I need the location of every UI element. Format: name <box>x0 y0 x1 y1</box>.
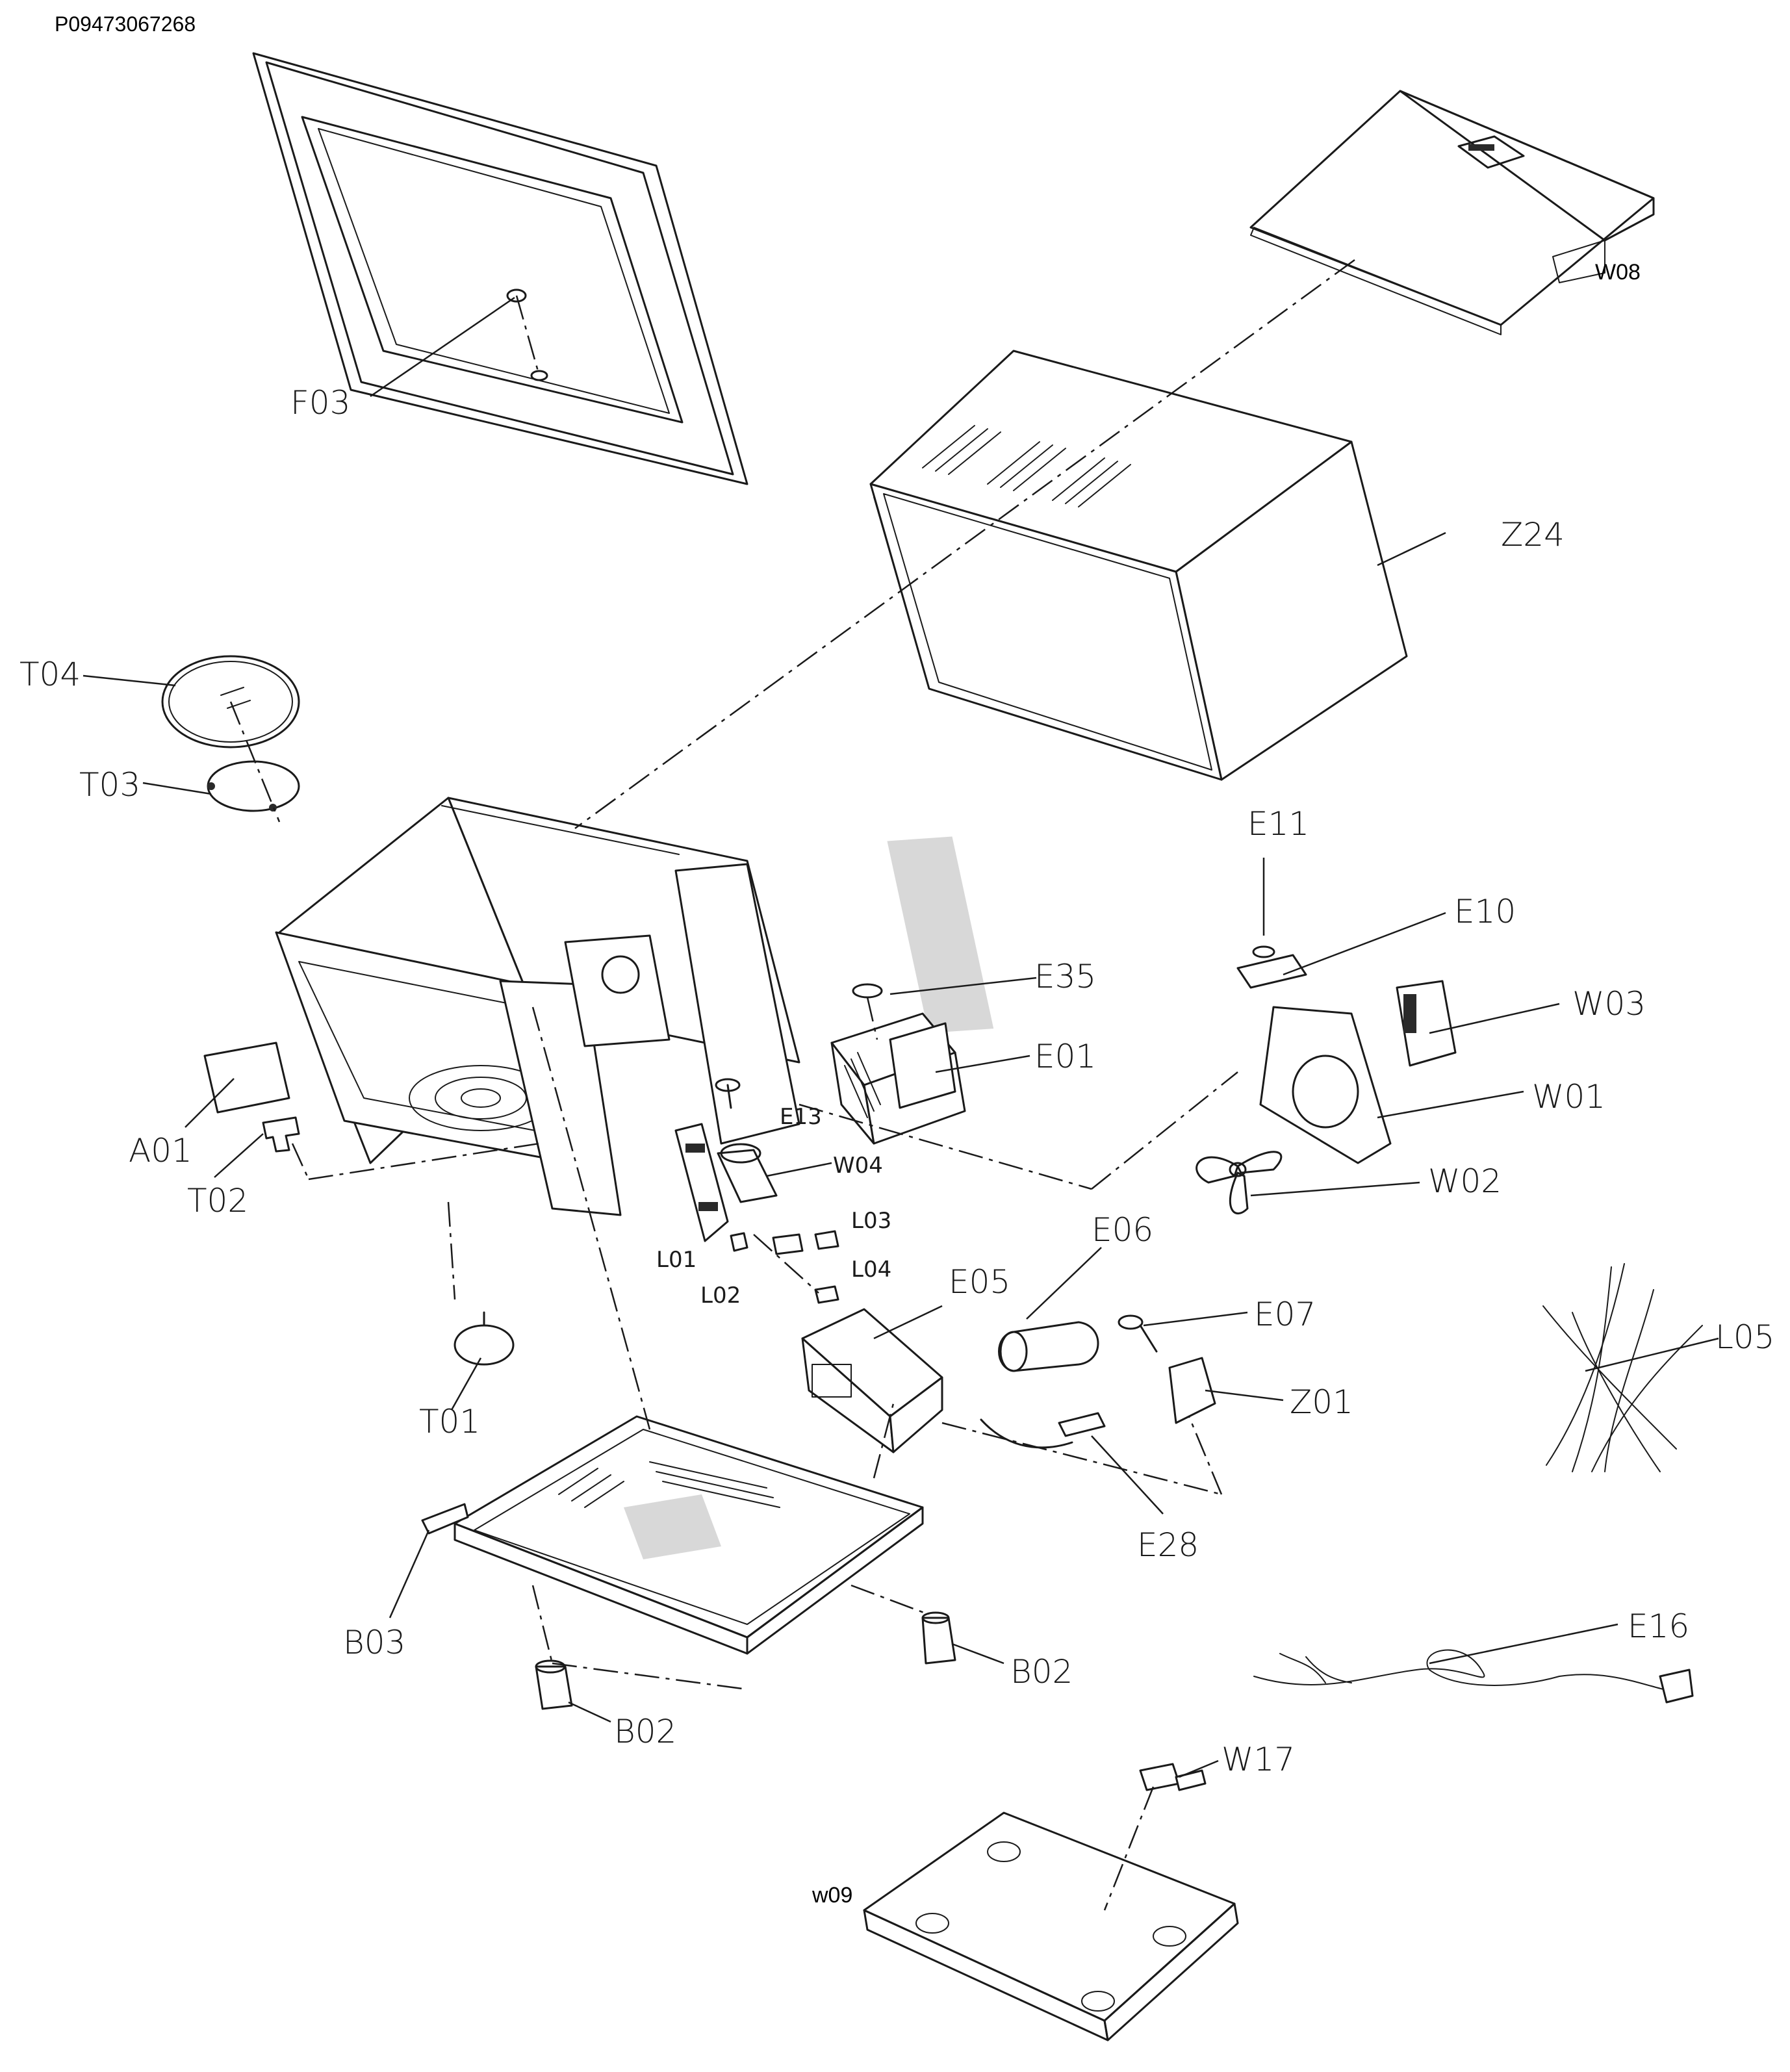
diode-e07 <box>1118 1314 1158 1353</box>
label-z24: Z24 <box>1501 516 1565 554</box>
fuse-holder-e28 <box>980 1412 1106 1449</box>
bracket-b03 <box>421 1503 469 1535</box>
label-l03: L03 <box>851 1208 891 1234</box>
foot-b02-right <box>921 1611 956 1665</box>
label-w02: W02 <box>1428 1162 1502 1200</box>
label-w08: W08 <box>1595 260 1641 285</box>
roller-ring-t03 <box>207 701 300 823</box>
thermostat-e35 <box>852 983 883 1040</box>
label-e10: E10 <box>1454 893 1516 930</box>
capacitor-e06 <box>998 1321 1099 1372</box>
label-e13: E13 <box>780 1104 822 1130</box>
label-e16: E16 <box>1628 1607 1689 1645</box>
fuse-e11 <box>1252 945 1275 958</box>
label-w09: w09 <box>812 1883 852 1908</box>
label-w04: W04 <box>833 1153 883 1179</box>
label-a01: A01 <box>129 1132 192 1170</box>
label-w01: W01 <box>1532 1078 1605 1116</box>
fan-bracket-w01 <box>1259 1006 1392 1164</box>
label-w17: W17 <box>1221 1741 1295 1778</box>
label-b03: B03 <box>343 1624 405 1661</box>
bracket-z01 <box>1168 1357 1216 1424</box>
coupler-t02 <box>262 1116 540 1181</box>
oven-cavity <box>275 797 994 1216</box>
air-guide-w04 <box>717 1143 778 1203</box>
label-t01: T01 <box>419 1403 480 1440</box>
label-t04: T04 <box>19 656 81 693</box>
label-b02-right: B02 <box>1010 1653 1073 1691</box>
label-e35: E35 <box>1034 958 1096 995</box>
fuse-e13 <box>715 1078 741 1109</box>
transformer-e05 <box>801 1308 943 1453</box>
wire-harness-l05 <box>1542 1263 1703 1472</box>
document-id: P09473067268 <box>55 12 196 36</box>
label-t03: T03 <box>79 766 140 804</box>
turntable-motor-t01 <box>454 1311 515 1366</box>
label-b02-left: B02 <box>614 1713 676 1750</box>
label-l01: L01 <box>656 1247 697 1273</box>
door-frame <box>252 52 748 485</box>
power-cord-e16 <box>1253 1649 1694 1704</box>
label-l05: L05 <box>1715 1318 1774 1356</box>
label-w03: W03 <box>1572 985 1646 1023</box>
label-z01: Z01 <box>1290 1383 1353 1421</box>
outer-cabinet-z24 <box>869 350 1408 781</box>
bottom-cover-w09 <box>863 1811 1239 2041</box>
glass-turntable-t04 <box>161 655 300 748</box>
label-f03: F03 <box>290 384 350 422</box>
interlock-assembly <box>674 1123 839 1304</box>
label-e07: E07 <box>1254 1296 1316 1333</box>
leader-lines <box>83 296 1719 1778</box>
part-labels: F03 Z24 W08 T04 T03 A01 T02 E11 E10 E35 … <box>19 260 1774 1908</box>
label-l02: L02 <box>700 1283 741 1309</box>
control-board-e10 <box>1236 954 1307 989</box>
fan-blade-w02 <box>1195 1151 1283 1215</box>
label-e06: E06 <box>1092 1211 1153 1249</box>
vent-slots <box>922 425 1131 507</box>
mica-cover-a01 <box>203 1042 290 1114</box>
base-plate <box>454 1415 924 1655</box>
fan-motor-w03 <box>1396 980 1457 1067</box>
label-e05: E05 <box>949 1263 1010 1301</box>
assembly-lines <box>447 259 1355 1911</box>
foot-b02-left <box>535 1659 573 1710</box>
magnetron-e01 <box>830 1012 966 1145</box>
label-e11: E11 <box>1247 805 1309 843</box>
label-l04: L04 <box>851 1257 891 1283</box>
label-e28: E28 <box>1137 1526 1199 1564</box>
label-e01: E01 <box>1034 1038 1096 1075</box>
top-cover-w08 <box>1249 90 1655 335</box>
clip-w17 <box>1139 1763 1207 1791</box>
label-t02: T02 <box>187 1182 248 1220</box>
